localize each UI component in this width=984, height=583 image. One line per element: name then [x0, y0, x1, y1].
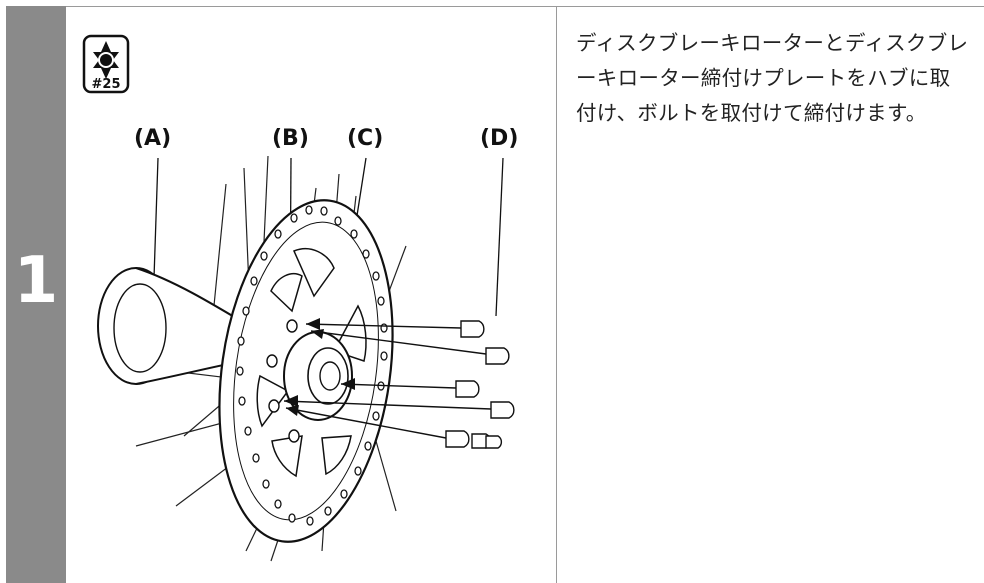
top-rule [6, 6, 984, 7]
assembly-illustration: #25 (A) (B) (C) (D) [66, 6, 556, 583]
tool-size-label: #25 [91, 77, 121, 92]
step-number: 1 [13, 244, 59, 318]
rotor-assembly-drawing [82, 34, 515, 562]
callout-a: (A) [134, 126, 172, 151]
step-number-bar: 1 [6, 6, 66, 583]
insertion-arrows [284, 318, 355, 416]
callout-b: (B) [272, 126, 309, 151]
hub-center [266, 319, 353, 443]
instruction-text: ディスクブレーキローターとディスクブレーキローター締付けプレートをハブに取付け、… [576, 31, 969, 125]
column-divider [556, 6, 557, 583]
torx-star-icon [82, 34, 130, 94]
rotor-bolts [283, 320, 515, 449]
callout-d: (D) [480, 126, 519, 151]
callout-c: (C) [347, 126, 384, 151]
